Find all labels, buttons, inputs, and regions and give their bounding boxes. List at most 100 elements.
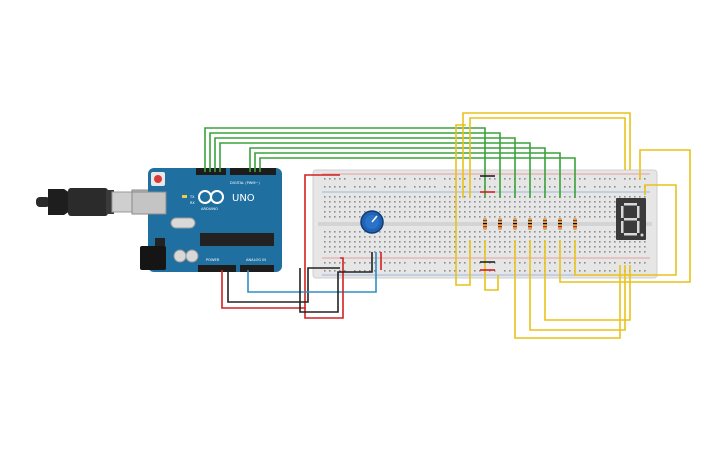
breadboard-hole <box>554 216 556 218</box>
breadboard-hole <box>424 231 426 233</box>
potentiometer-indicator <box>371 215 378 223</box>
breadboard-hole <box>504 178 506 180</box>
breadboard-hole <box>444 201 446 203</box>
breadboard-hole <box>494 246 496 248</box>
black-wire-gnd[interactable] <box>227 267 340 303</box>
green-wire-4[interactable] <box>219 142 531 198</box>
breadboard-hole <box>414 270 416 272</box>
breadboard-hole <box>414 246 416 248</box>
breadboard-hole <box>629 241 631 243</box>
breadboard-hole <box>494 251 496 253</box>
breadboard-hole <box>474 236 476 238</box>
breadboard-hole <box>389 262 391 264</box>
breadboard-hole <box>399 178 401 180</box>
breadboard-hole <box>424 246 426 248</box>
breadboard-hole <box>524 262 526 264</box>
breadboard-hole <box>624 251 626 253</box>
breadboard-hole <box>509 241 511 243</box>
breadboard-hole <box>529 211 531 213</box>
yellow-wire-2[interactable] <box>462 112 631 198</box>
breadboard-hole <box>639 241 641 243</box>
yellow-wire-7[interactable] <box>544 240 631 321</box>
resistor-band <box>558 220 562 222</box>
black-wire-pot[interactable] <box>299 252 373 313</box>
breadboard-hole <box>569 201 571 203</box>
green-wire-6[interactable] <box>254 152 561 198</box>
breadboard-hole <box>324 186 326 188</box>
breadboard-hole <box>564 236 566 238</box>
breadboard-hole <box>494 196 496 198</box>
breadboard-hole <box>444 196 446 198</box>
breadboard-hole <box>599 201 601 203</box>
breadboard-hole <box>364 196 366 198</box>
breadboard-hole <box>454 231 456 233</box>
breadboard-hole <box>419 251 421 253</box>
breadboard-hole <box>634 246 636 248</box>
breadboard-hole <box>429 196 431 198</box>
breadboard-hole <box>534 201 536 203</box>
breadboard-hole <box>614 206 616 208</box>
resistor-band <box>558 223 562 225</box>
breadboard-hole <box>614 231 616 233</box>
breadboard-hole <box>609 178 611 180</box>
breadboard-hole <box>619 246 621 248</box>
breadboard-hole <box>474 241 476 243</box>
breadboard-hole <box>584 270 586 272</box>
breadboard-hole <box>564 186 566 188</box>
arduino-uno-board[interactable]: UNO ARDUINO DIGITAL (PWM~) POWER ANALOG … <box>131 168 282 272</box>
power-wires[interactable] <box>221 174 495 319</box>
breadboard-hole <box>639 196 641 198</box>
yellow-wire-1[interactable] <box>469 117 626 198</box>
yellow-wire-5[interactable] <box>514 240 621 339</box>
breadboard-hole <box>334 241 336 243</box>
breadboard-hole <box>504 262 506 264</box>
green-wire-1[interactable] <box>204 127 486 198</box>
breadboard-hole <box>604 178 606 180</box>
breadboard-hole <box>429 216 431 218</box>
breadboard-hole <box>414 251 416 253</box>
breadboard-hole <box>384 251 386 253</box>
yellow-wire-3[interactable] <box>455 124 471 286</box>
potentiometer[interactable] <box>360 210 384 234</box>
breadboard-hole <box>419 231 421 233</box>
breadboard-hole <box>599 211 601 213</box>
breadboard-hole <box>419 206 421 208</box>
breadboard-hole <box>324 216 326 218</box>
yellow-wire-8[interactable] <box>559 149 691 283</box>
breadboard-hole <box>369 251 371 253</box>
breadboard-hole <box>399 241 401 243</box>
breadboard-hole <box>594 186 596 188</box>
red-wire-rail[interactable] <box>304 257 344 319</box>
breadboard-hole <box>584 241 586 243</box>
breadboard-hole <box>539 262 541 264</box>
breadboard-hole <box>404 196 406 198</box>
breadboard-hole <box>359 241 361 243</box>
green-wire-2[interactable] <box>209 132 501 198</box>
breadboard-hole <box>519 201 521 203</box>
yellow-wire-6[interactable] <box>529 240 626 331</box>
breadboard-hole <box>359 216 361 218</box>
breadboard-hole <box>419 216 421 218</box>
green-wires[interactable] <box>204 127 576 198</box>
yellow-wires[interactable] <box>455 112 691 339</box>
breadboard-hole <box>344 246 346 248</box>
breadboard-hole <box>359 178 361 180</box>
yellow-wire-4[interactable] <box>484 240 499 291</box>
breadboard-hole <box>539 206 541 208</box>
breadboard-hole <box>459 216 461 218</box>
breadboard-hole <box>539 246 541 248</box>
blue-wire-a0[interactable] <box>247 252 377 293</box>
green-wire-7[interactable] <box>259 157 576 198</box>
breadboard-hole <box>344 178 346 180</box>
breadboard-hole <box>384 211 386 213</box>
breadboard-hole <box>379 206 381 208</box>
yellow-wire-9[interactable] <box>574 184 677 276</box>
breadboard-hole <box>564 206 566 208</box>
green-wire-5[interactable] <box>249 147 546 198</box>
seven-segment-display[interactable]: 8. <box>616 198 646 240</box>
breadboard-hole <box>524 216 526 218</box>
breadboard-hole <box>449 211 451 213</box>
breadboard-hole <box>569 216 571 218</box>
breadboard-hole <box>509 186 511 188</box>
green-wire-3[interactable] <box>214 137 516 198</box>
